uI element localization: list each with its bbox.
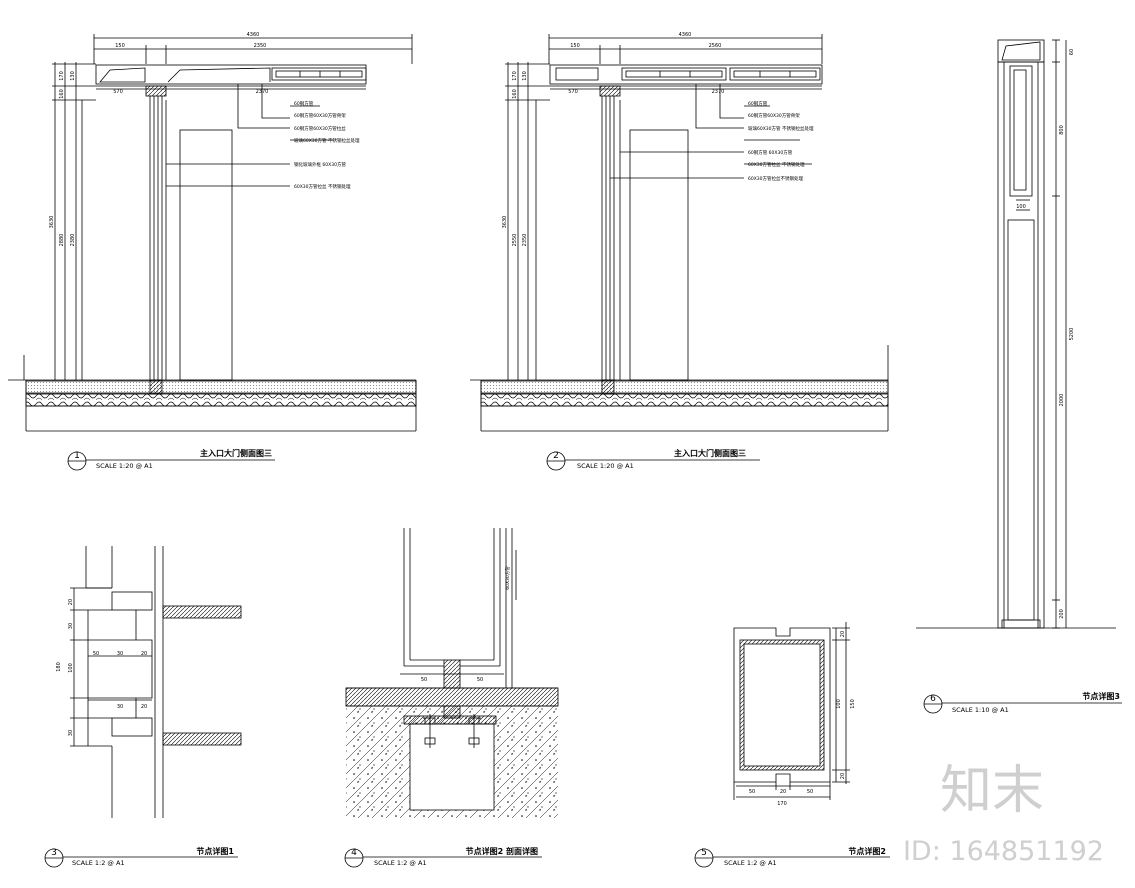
watermark-logo: 知末 xyxy=(940,761,1044,821)
v2-note-1: 60钢方管 xyxy=(748,100,768,107)
v1-note-2: 60钢方管60X30方管骨架 xyxy=(294,112,346,119)
view-5-detail xyxy=(694,622,890,868)
view-4-section xyxy=(344,528,559,868)
v6-dim-3: 5200 xyxy=(1069,328,1075,341)
v2-dim-h5: 130 xyxy=(522,71,528,81)
v4-number: 4 xyxy=(351,848,357,858)
v2-title: 主入口大门侧面图三 xyxy=(674,448,746,458)
v5-dim-3: 50 xyxy=(807,789,813,795)
v1-dim-a: 150 xyxy=(115,43,125,49)
v2-dim-h4: 170 xyxy=(512,71,518,81)
v5-dim-2: 20 xyxy=(780,789,786,795)
v6-dim-5: 200 xyxy=(1059,609,1065,619)
v2-dim-h2: 2550 xyxy=(512,234,518,247)
v1-dim-h4: 170 xyxy=(59,71,65,81)
v1-dim-b: 2350 xyxy=(254,43,267,49)
v1-dim-h5: 130 xyxy=(70,71,76,81)
v1-note-5: 钢化玻璃外框 60X30方管 xyxy=(294,161,346,168)
v1-dim-total: 4360 xyxy=(247,32,260,38)
v5-title: 节点详图2 xyxy=(848,846,886,856)
v1-note-4: 玻璃60X30方管 不锈钢拉丝处理 xyxy=(294,137,360,144)
v2-note-6: 60X30方管拉丝不锈钢处理 xyxy=(748,175,804,182)
v6-dim-2: 800 xyxy=(1059,125,1065,135)
v1-dim-h2: 2880 xyxy=(59,234,65,247)
v4-scale: SCALE 1:2 @ A1 xyxy=(374,859,427,867)
v5-number: 5 xyxy=(701,848,707,858)
v3-dim-4: 30 xyxy=(117,651,123,657)
v3-dim-10: 30 xyxy=(68,730,74,736)
v1-title: 主入口大门侧面图三 xyxy=(200,448,272,458)
v1-dim-h3: 2380 xyxy=(70,234,76,247)
v1-number: 1 xyxy=(74,451,80,461)
v2-dim-b: 2560 xyxy=(709,43,722,49)
v4-title: 节点详图2 剖面详图 xyxy=(466,846,538,856)
v4-dim-1: 50 xyxy=(421,677,427,683)
v6-dim-1: 60 xyxy=(1069,49,1075,55)
v2-scale: SCALE 1:20 @ A1 xyxy=(577,462,634,470)
v3-dim-6: 100 xyxy=(68,663,74,673)
v5-dim-5: 20 xyxy=(840,631,846,637)
v3-dim-9: 180 xyxy=(56,662,62,672)
v2-dim-h3: 2350 xyxy=(522,234,528,247)
v5-dim-4: 170 xyxy=(777,801,787,807)
v2-note-4: 60钢方管 60X30方管 xyxy=(748,149,793,156)
v1-note-1: 60钢方管 xyxy=(294,100,314,107)
v2-dim-sub-b: 2370 xyxy=(712,89,725,95)
v2-note-5: 60X30方管拉丝 不锈钢处理 xyxy=(748,161,805,168)
view-6-detail xyxy=(916,39,1122,714)
v6-scale: SCALE 1:10 @ A1 xyxy=(952,706,1009,714)
v6-dim-6: 100 xyxy=(1016,204,1026,210)
v1-dim-sub-b: 2370 xyxy=(256,89,269,95)
v3-dim-5: 20 xyxy=(141,651,147,657)
v6-title: 节点详图3 xyxy=(1082,691,1120,701)
v3-number: 3 xyxy=(51,848,57,858)
v2-dim-total: 4360 xyxy=(679,32,692,38)
v1-note-3: 60钢方管60X30方管拉丝 xyxy=(294,125,346,132)
view-3-detail xyxy=(44,546,242,868)
watermark-id: ID: 164851192 xyxy=(903,836,1104,867)
v2-dim-a: 150 xyxy=(570,43,580,49)
v3-dim-7: 30 xyxy=(117,704,123,710)
v3-title: 节点详图1 xyxy=(196,846,234,856)
v3-scale: SCALE 1:2 @ A1 xyxy=(72,859,125,867)
v1-note-6: 60X30方管拉丝 不锈钢处理 xyxy=(294,183,351,190)
v3-dim-3: 50 xyxy=(93,651,99,657)
v6-number: 6 xyxy=(930,694,936,704)
v2-dim-sub-a: 570 xyxy=(568,89,578,95)
v2-note-3: 玻璃60X30方管 不锈钢拉丝处理 xyxy=(748,125,814,132)
v1-dim-sub-a: 570 xyxy=(113,89,123,95)
v1-dim-h6: 160 xyxy=(59,89,65,99)
v4-side-note: 60X30方管 xyxy=(504,566,511,590)
view-2-elevation xyxy=(470,34,889,471)
v5-dim-1: 50 xyxy=(749,789,755,795)
v3-dim-2: 30 xyxy=(68,623,74,629)
v5-scale: SCALE 1:2 @ A1 xyxy=(724,859,777,867)
v3-dim-1: 20 xyxy=(68,599,74,605)
v2-dim-h6: 160 xyxy=(512,89,518,99)
v6-dim-4: 2000 xyxy=(1059,394,1065,407)
v1-scale: SCALE 1:20 @ A1 xyxy=(96,462,153,470)
v2-note-2: 60钢方管60X30方管骨架 xyxy=(748,112,800,119)
v4-dim-2: 50 xyxy=(477,677,483,683)
v2-dim-h1: 3630 xyxy=(502,216,508,229)
v2-number: 2 xyxy=(553,451,559,461)
v5-dim-7: 100 xyxy=(836,699,842,709)
v5-dim-6: 150 xyxy=(850,699,856,709)
view-1-elevation xyxy=(8,34,417,471)
v1-dim-h1: 3630 xyxy=(49,216,55,229)
v5-dim-8: 20 xyxy=(840,773,846,779)
v3-dim-8: 20 xyxy=(141,704,147,710)
